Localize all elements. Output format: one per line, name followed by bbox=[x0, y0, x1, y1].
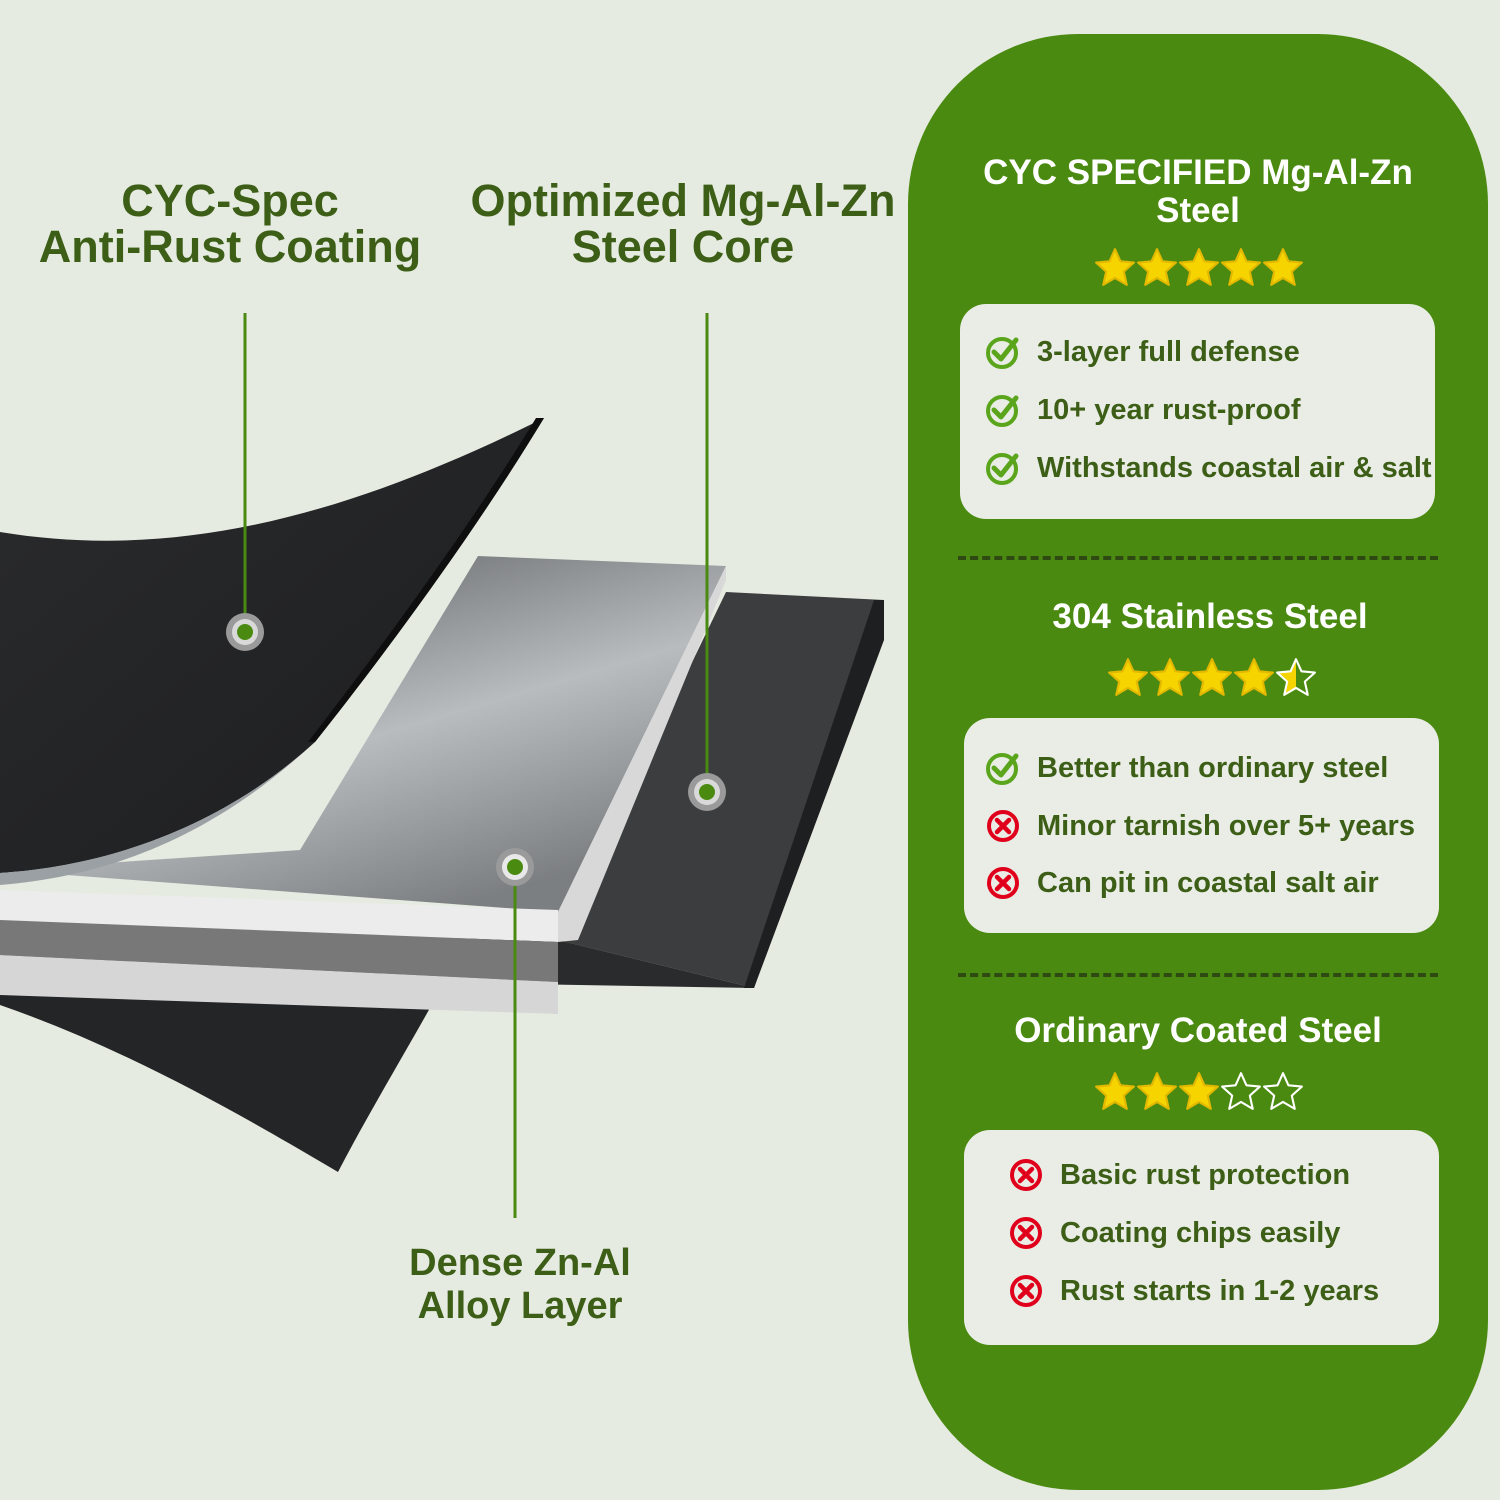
star-icon bbox=[1136, 247, 1178, 292]
top-coating-sheet bbox=[0, 418, 544, 873]
star-icon bbox=[1107, 657, 1149, 702]
alloy-label: Dense Zn-Al Alloy Layer bbox=[409, 1242, 631, 1327]
star-icon bbox=[1094, 1071, 1136, 1116]
feature-item: 10+ year rust-proof bbox=[985, 392, 1301, 428]
core-edge bbox=[744, 600, 884, 988]
check-icon bbox=[985, 450, 1021, 486]
feature-item: Can pit in coastal salt air bbox=[985, 865, 1379, 901]
star-icon bbox=[1136, 1071, 1178, 1116]
section-title-cyc: CYC SPECIFIED Mg-Al-Zn Steel bbox=[983, 153, 1413, 230]
core-label: Optimized Mg-Al-Zn Steel Core bbox=[470, 175, 896, 272]
coating-label: CYC-Spec Anti-Rust Coating bbox=[38, 175, 422, 272]
rating-stars bbox=[1094, 247, 1304, 292]
rating-stars bbox=[1107, 657, 1317, 702]
star-icon bbox=[1191, 657, 1233, 702]
feature-item: Basic rust protection bbox=[1008, 1157, 1350, 1193]
star-icon bbox=[1220, 247, 1262, 292]
top-coating-underside bbox=[0, 742, 315, 885]
cross-icon bbox=[1008, 1157, 1044, 1193]
top-coating-edge bbox=[308, 418, 544, 742]
cross-icon bbox=[985, 865, 1021, 901]
check-icon bbox=[985, 750, 1021, 786]
feature-box bbox=[960, 304, 1435, 519]
star-icon bbox=[1178, 1071, 1220, 1116]
section-title-ordinary: Ordinary Coated Steel bbox=[1014, 1011, 1382, 1050]
feature-box bbox=[964, 718, 1439, 933]
bottom-coating-sheet bbox=[0, 990, 430, 1172]
alloy-side-edge bbox=[558, 566, 726, 942]
alloy-front-edge-upper bbox=[0, 890, 558, 942]
section-title-304: 304 Stainless Steel bbox=[1052, 597, 1368, 636]
star-icon bbox=[1178, 247, 1220, 292]
star-icon bbox=[1149, 657, 1191, 702]
cross-icon bbox=[1008, 1215, 1044, 1251]
star-icon bbox=[1094, 247, 1136, 292]
section-divider bbox=[958, 973, 1438, 977]
feature-box bbox=[964, 1130, 1439, 1345]
cross-icon bbox=[985, 808, 1021, 844]
feature-item: Withstands coastal air & salt bbox=[985, 450, 1432, 486]
section-divider bbox=[958, 556, 1438, 560]
star-icon bbox=[1220, 1071, 1262, 1116]
feature-item: Minor tarnish over 5+ years bbox=[985, 808, 1415, 844]
alloy-front-edge-lower bbox=[0, 955, 558, 1014]
alloy-front-edge-mid bbox=[0, 920, 558, 982]
star-icon bbox=[1262, 247, 1304, 292]
check-icon bbox=[985, 334, 1021, 370]
feature-item: Coating chips easily bbox=[1008, 1215, 1340, 1251]
star-icon bbox=[1275, 657, 1317, 702]
check-icon bbox=[985, 392, 1021, 428]
alloy-top-face bbox=[0, 556, 726, 912]
star-icon bbox=[1262, 1071, 1304, 1116]
star-icon bbox=[1233, 657, 1275, 702]
rating-stars bbox=[1094, 1071, 1304, 1116]
steel-layers-illustration bbox=[0, 313, 884, 1218]
feature-item: 3-layer full defense bbox=[985, 334, 1300, 370]
cross-icon bbox=[1008, 1273, 1044, 1309]
feature-item: Better than ordinary steel bbox=[985, 750, 1388, 786]
feature-item: Rust starts in 1-2 years bbox=[1008, 1273, 1379, 1309]
